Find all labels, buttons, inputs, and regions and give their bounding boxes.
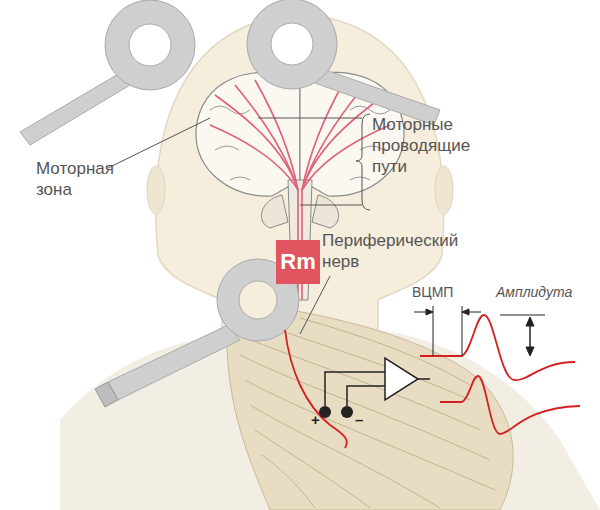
arrowhead	[426, 309, 469, 315]
amplifier-symbol	[385, 358, 418, 400]
ear	[147, 166, 165, 214]
leader-line	[300, 205, 362, 206]
coil-ring	[259, 11, 325, 77]
coil-plug	[95, 382, 118, 407]
coil-ring-edge	[105, 0, 195, 90]
cerebellum	[312, 195, 339, 228]
coil	[20, 0, 195, 145]
coil-hole	[129, 24, 171, 66]
fiber	[245, 380, 495, 490]
fiber	[255, 430, 370, 508]
muscle-fibers	[238, 315, 495, 508]
measure-marks	[414, 306, 545, 356]
wire	[418, 378, 430, 380]
leader-line	[300, 276, 330, 334]
fiber	[240, 355, 490, 460]
coil-handle	[108, 325, 240, 400]
polarity-sign: +	[311, 412, 320, 428]
wire	[347, 386, 385, 406]
electrode	[319, 406, 331, 418]
head-silhouette	[156, 14, 444, 340]
recording-circuit	[325, 358, 430, 406]
tract	[255, 80, 298, 190]
latency-arrow	[414, 312, 481, 313]
coil-hole	[239, 281, 277, 319]
coil-ring-edge	[247, 0, 337, 89]
fiber	[238, 335, 480, 430]
electrode	[341, 406, 353, 418]
latency-label: ВЦМП	[412, 284, 453, 300]
coil-handle	[20, 70, 135, 145]
amplitude-label: Амплидута	[496, 284, 572, 300]
pathway-label: Моторные проводящие пути	[372, 114, 492, 177]
tract	[302, 80, 345, 190]
latency-mark	[433, 306, 462, 356]
fiber	[262, 455, 315, 508]
tract	[210, 125, 298, 190]
zone-label: Моторная зона	[36, 158, 141, 200]
cerebellum	[261, 195, 288, 228]
waveform	[420, 315, 575, 380]
hemisphere	[196, 72, 300, 196]
leader-line	[258, 118, 362, 119]
arrowhead	[526, 317, 534, 356]
coil	[247, 0, 440, 125]
coil-hole	[271, 23, 313, 65]
leader-line	[108, 118, 210, 168]
peripheral-nerve	[285, 330, 347, 448]
watermark-badge	[276, 240, 320, 284]
coil	[95, 259, 299, 407]
wire	[325, 372, 385, 406]
polarity-sign: –	[355, 412, 363, 428]
watermark: Rm	[276, 240, 320, 284]
waveform	[440, 376, 580, 434]
coil-ring	[117, 12, 183, 78]
brain	[196, 72, 404, 300]
bracket	[356, 114, 370, 210]
leader-lines	[108, 114, 370, 334]
ear	[435, 166, 453, 214]
nerve-label: Периферический нерв	[322, 230, 472, 272]
fiber	[250, 405, 440, 508]
amplitude-mark	[500, 315, 545, 316]
